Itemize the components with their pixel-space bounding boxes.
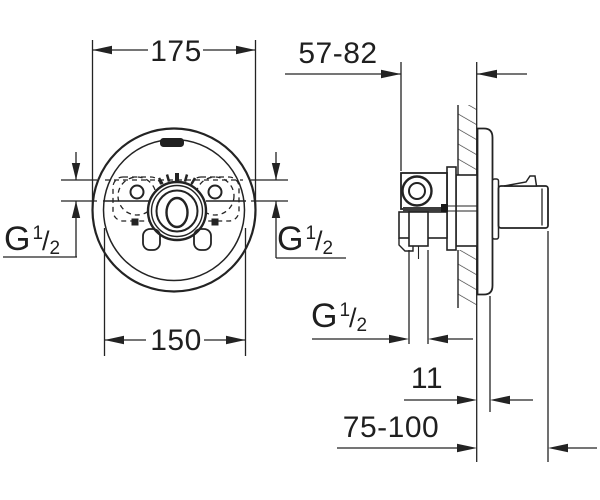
- thread-g: G: [4, 220, 31, 258]
- left-mounting-lug: [142, 228, 161, 251]
- dim-150-label: 150: [150, 324, 202, 357]
- thread-slash: /: [315, 226, 323, 256]
- dim-57-82-label: 57-82: [298, 37, 378, 70]
- dim-11-label: 11: [410, 362, 444, 395]
- thread-denominator: 2: [322, 238, 334, 259]
- thermostat-knob: [146, 173, 208, 242]
- side-view: [398, 62, 549, 462]
- right-mounting-lug: [193, 228, 212, 251]
- left-stop-square: [131, 218, 139, 226]
- thread-g: G: [277, 220, 304, 258]
- right-stop-square: [211, 218, 219, 226]
- valve-body: [398, 166, 496, 259]
- right-screw-port: [207, 184, 223, 200]
- brand-logo-mark: [160, 138, 184, 147]
- dim-75-100-label: 75-100: [342, 411, 440, 444]
- inlet-port-inner: [408, 182, 426, 200]
- front-view: [91, 127, 257, 293]
- left-screw-port: [129, 184, 145, 200]
- thread-numerator: 1: [339, 300, 351, 321]
- thread-slash: /: [42, 226, 50, 256]
- safety-stop-tab: [503, 175, 538, 187]
- front-view-dimensions: [3, 40, 346, 356]
- escutcheon-outer-circle: [91, 127, 257, 293]
- thread-numerator: 1: [32, 223, 44, 244]
- side-view-dimensions: [285, 62, 597, 462]
- handle-body: [497, 185, 549, 229]
- dim-175-label: 175: [150, 35, 202, 68]
- thread-slash: /: [349, 303, 357, 333]
- outlet-stub: [408, 211, 429, 247]
- thread-numerator: 1: [305, 223, 317, 244]
- thread-g: G: [311, 297, 338, 335]
- inlet-port-outer: [401, 175, 433, 207]
- thread-denominator: 2: [356, 315, 368, 336]
- thread-denominator: 2: [49, 238, 61, 259]
- escutcheon-side-profile: [476, 127, 494, 296]
